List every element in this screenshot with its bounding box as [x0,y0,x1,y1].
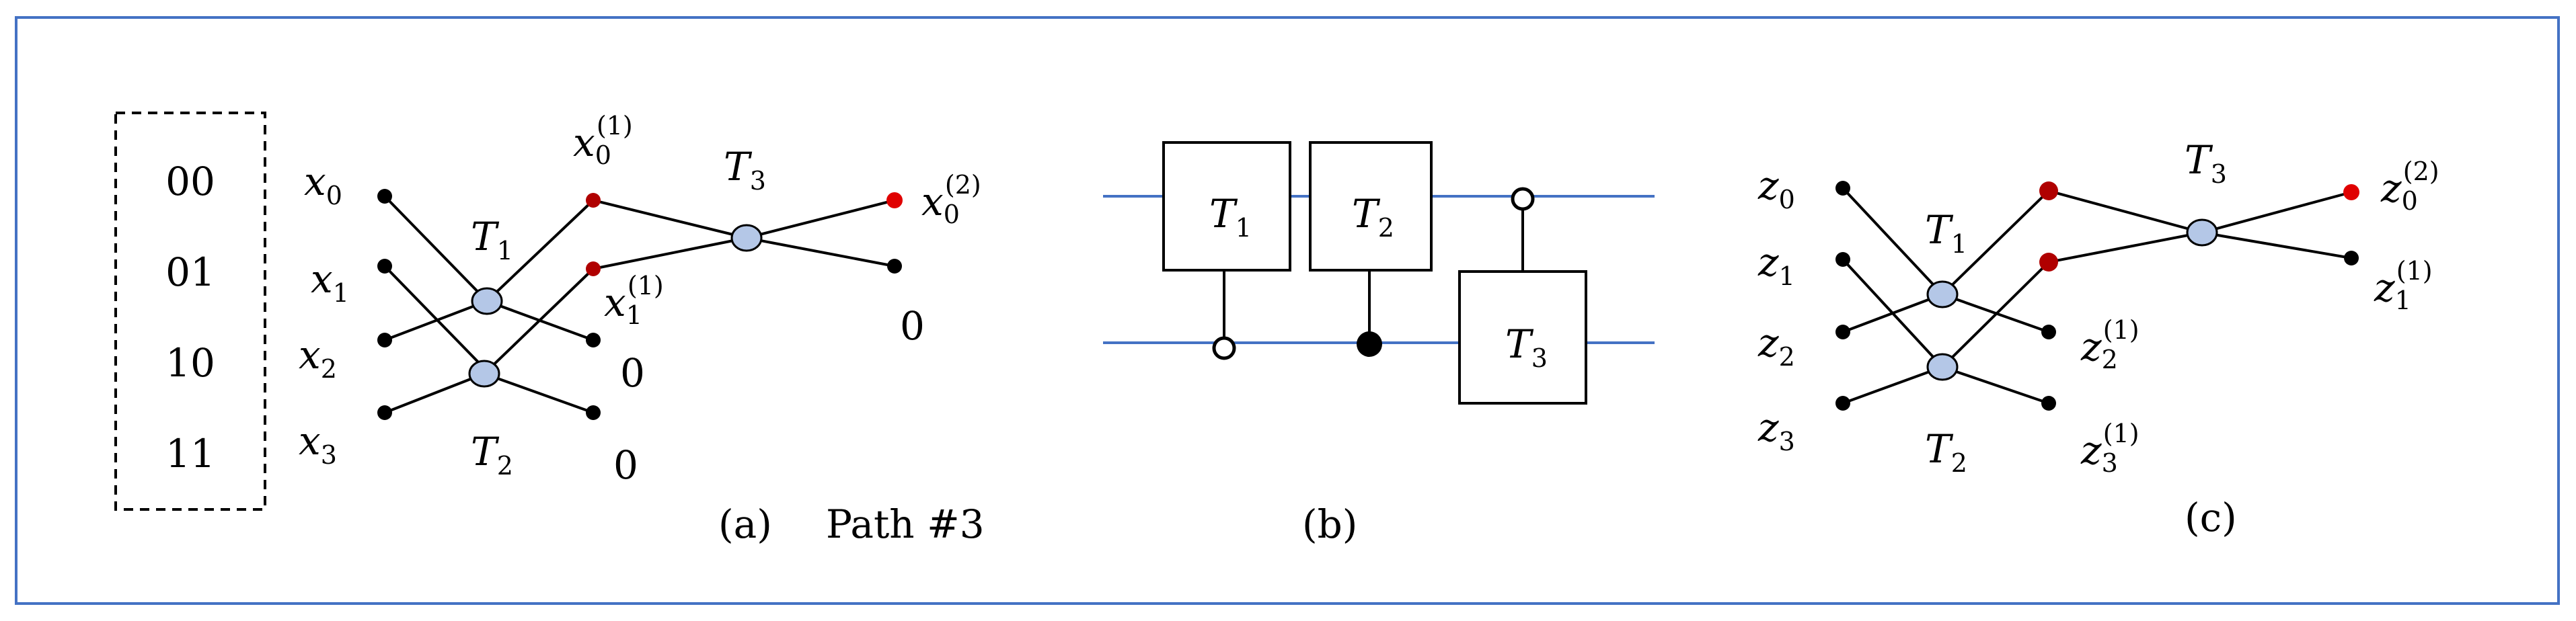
edge-c-z3-t2 [1842,366,1943,405]
output-dot-z3 [2041,396,2056,411]
edge-a-x3-t2 [384,372,485,414]
state-00: 00 [165,159,215,204]
input-label-x2: x2 [299,332,337,384]
open-control-t3 [1511,187,1535,211]
zero-label-3: 0 [900,303,925,349]
edge-c-t3-out1 [2201,231,2352,259]
output-dot-z0 [2343,184,2359,200]
output-dot-z1 [2344,251,2359,265]
output-label-z0: z0(2) [2380,157,2439,216]
filled-control-t2 [1357,331,1382,357]
output-label: x0(2) [921,170,981,229]
edge-a-x0-t1 [383,195,488,302]
state-01: 01 [165,249,215,295]
edge-c-t2-upper [1941,261,2050,368]
gate-t2 [1309,141,1433,272]
zero-dot-1 [586,333,601,347]
output-label-z1: z1(1) [2374,256,2433,315]
zero-label-1: 0 [620,350,645,396]
figure-border [15,16,2560,605]
edge-c-t2-lower [1942,366,2049,405]
output-dot [886,192,903,208]
edge-a-t1-mid0 [486,199,595,302]
mid-dot-0 [586,193,601,208]
mid-label-0: x0(1) [573,111,633,170]
node-c-t3 [2186,218,2218,247]
input-dot-x3 [377,405,392,420]
caption-b: (b) [1302,501,1357,547]
input-dot-z3 [1835,396,1850,411]
gate-t1 [1162,141,1291,272]
zero-dot-2 [586,405,601,420]
input-dot-x1 [377,259,392,274]
label-a-t1: T1 [471,214,513,265]
edge-a-mid1-t3 [593,237,747,270]
node-c-t2 [1926,353,1959,381]
mid-dot-c1 [2039,253,2058,272]
panel-c: z0 z1 z2 z3 T1 T2 T3 z0(2) z1(1) z2(1) z… [1757,137,2439,540]
output-label-z3: z3(1) [2080,419,2139,478]
label-a-t3: T3 [724,144,766,196]
mid-dot-c0 [2039,181,2058,200]
label-c-t1: T1 [1925,207,1967,259]
zero-dot-3 [887,259,902,274]
node-a-t3 [730,224,763,252]
gate-label-t1: T1 [1209,191,1252,243]
panel-b: T1 T2 T3 (b) [1103,141,1655,547]
edge-a-t3-zero [746,237,895,267]
state-10: 10 [165,340,215,386]
edge-c-z0-t1 [1842,187,1944,296]
input-label-z1: z1 [1757,239,1795,291]
path-label: Path #3 [826,501,985,547]
input-dot-x0 [377,189,392,204]
caption-c: (c) [2185,495,2237,540]
label-c-t3: T3 [2185,137,2227,189]
mid-label-1: x1(1) [604,271,664,330]
gate-t3 [1458,270,1587,405]
node-c-t1 [1926,280,1959,308]
edge-c-r1-t3 [2048,231,2203,263]
edge-a-x1-t2 [383,265,486,370]
mid-dot-1 [586,261,601,276]
panel-a: 00 01 10 11 x0 x1 x2 x3 [114,111,985,547]
edge-c-t3-out0 [2201,191,2352,234]
edge-c-t1-upper [1941,190,2050,296]
gate-label-t2: T2 [1352,191,1394,243]
output-label-z2: z2(1) [2080,315,2139,374]
node-a-t2 [468,360,500,388]
input-label-x0: x0 [304,159,342,210]
edge-a-t2-zero [484,372,594,414]
input-dot-z1 [1835,252,1850,267]
edge-a-t2-mid1 [483,267,595,375]
gate-label-t3: T3 [1505,321,1548,373]
state-11: 11 [165,431,215,477]
input-dot-x2 [377,333,392,347]
input-dot-z0 [1835,181,1850,196]
edge-a-x2-t1 [384,300,488,341]
open-control-t1 [1212,336,1236,360]
edge-a-t3-out [746,199,895,239]
input-dot-z2 [1835,325,1850,339]
zero-label-2: 0 [613,442,638,488]
label-c-t2: T2 [1925,426,1967,478]
node-a-t1 [471,287,503,315]
edge-a-mid0-t3 [593,199,747,239]
input-label-x3: x3 [299,418,337,470]
state-list-box [114,112,266,511]
edge-c-r0-t3 [2048,190,2203,234]
label-a-t2: T2 [471,429,513,481]
input-label-z2: z2 [1757,320,1795,372]
output-dot-z2 [2041,325,2056,339]
input-label-z0: z0 [1757,163,1795,214]
input-label-x1: x1 [311,256,349,308]
caption-a: (a) [718,501,772,547]
edge-c-z2-t1 [1842,293,1943,333]
input-label-z3: z3 [1757,405,1795,456]
